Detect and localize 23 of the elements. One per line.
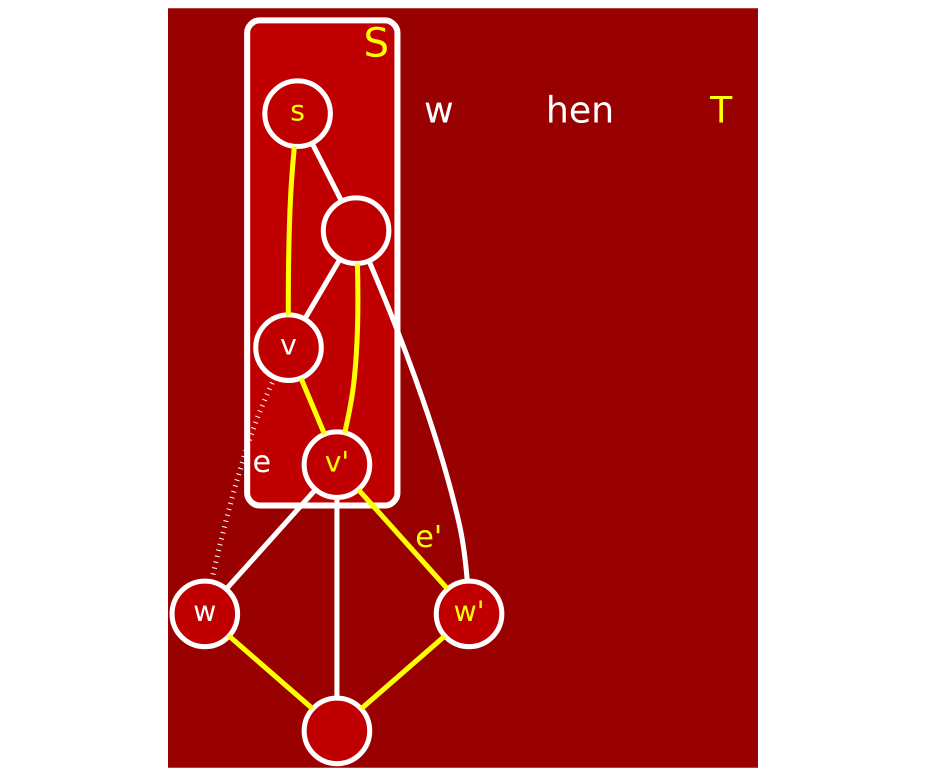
connector — [366, 260, 470, 582]
connector — [342, 264, 360, 434]
node-circle: v — [253, 312, 324, 383]
node-circle: w' — [434, 578, 504, 650]
connector — [286, 146, 297, 315]
connector — [356, 488, 450, 591]
node-circle — [302, 696, 372, 766]
node-circle — [320, 195, 392, 266]
connector — [334, 498, 340, 698]
edge-label: e — [252, 445, 272, 480]
node-circle: w — [170, 578, 240, 650]
label: w — [424, 88, 454, 132]
label: T — [710, 88, 732, 132]
connector — [227, 634, 314, 710]
node-circle: v' — [302, 429, 372, 500]
connector — [310, 142, 344, 202]
edge-label: e' — [415, 520, 442, 555]
connector — [360, 634, 446, 710]
connector — [224, 488, 318, 591]
label: hen — [546, 88, 614, 132]
connector — [298, 377, 327, 436]
connector — [302, 258, 342, 320]
node-circle: s — [262, 78, 333, 149]
